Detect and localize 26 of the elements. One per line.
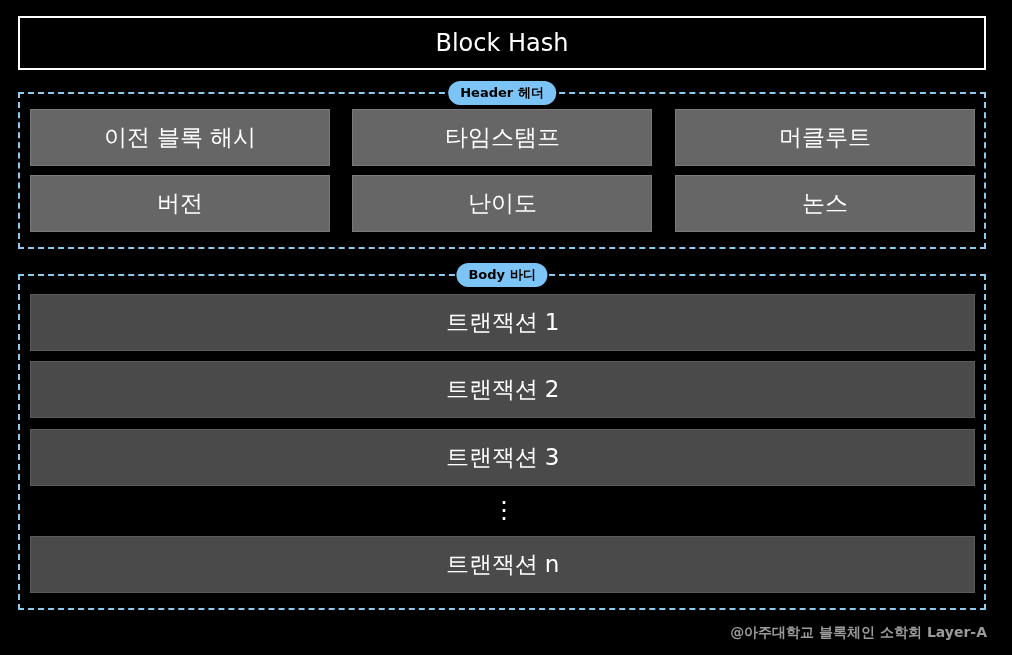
box-label: 타임스탬프 bbox=[444, 123, 560, 152]
box-label: 버전 bbox=[157, 189, 203, 218]
transaction-bar bbox=[30, 429, 975, 486]
box-label: 이전 블록 해시 bbox=[103, 123, 257, 152]
field-box bbox=[30, 109, 330, 166]
section-tag: Header 헤더 bbox=[448, 81, 556, 105]
section-tag: Body 바디 bbox=[456, 263, 548, 287]
transaction-bar bbox=[30, 536, 975, 593]
box-label: 트랜잭션 2 bbox=[445, 375, 560, 404]
vertical-ellipsis: ⋮ bbox=[492, 496, 516, 524]
box-label: 논스 bbox=[802, 189, 848, 218]
field-box bbox=[675, 109, 975, 166]
transaction-bar bbox=[30, 361, 975, 418]
credit-text: @아주대학교 블록체인 소학회 Layer-A bbox=[730, 624, 987, 642]
title-box bbox=[18, 16, 986, 70]
field-box bbox=[675, 175, 975, 232]
box-label: 트랜잭션 n bbox=[445, 550, 560, 579]
field-box bbox=[30, 175, 330, 232]
transaction-bar bbox=[30, 294, 975, 351]
box-label: 난이도 bbox=[467, 189, 537, 218]
field-box bbox=[352, 175, 652, 232]
box-label: 트랜잭션 1 bbox=[445, 308, 560, 337]
box-label: 머클루트 bbox=[779, 123, 871, 152]
box-label: Block Hash bbox=[435, 29, 569, 57]
box-label: 트랜잭션 3 bbox=[445, 443, 560, 472]
field-box bbox=[352, 109, 652, 166]
